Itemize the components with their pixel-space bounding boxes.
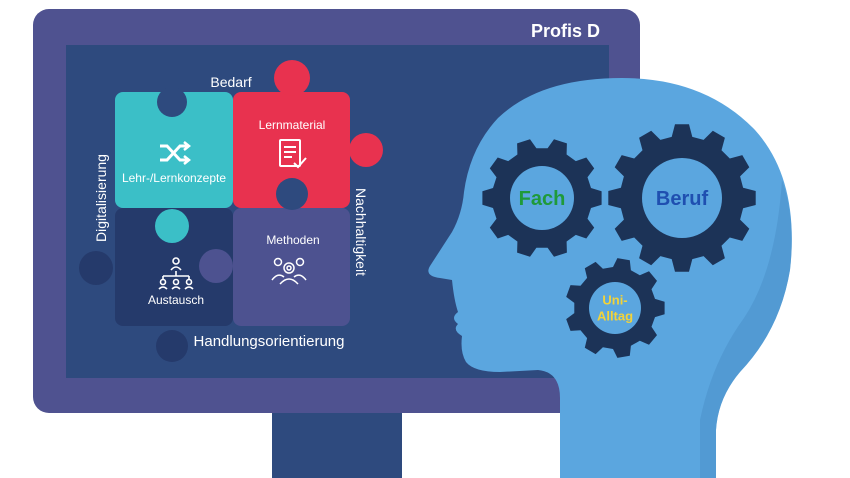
- piece-label-lehr-lernkonzepte: Lehr-/Lernkonzepte: [122, 171, 226, 185]
- label-nachhaltigkeit: Nachhaltigkeit: [353, 188, 369, 276]
- label-digitalisierung: Digitalisierung: [93, 154, 109, 242]
- gear-label: Uni-: [602, 292, 627, 307]
- piece-label-methoden: Methoden: [266, 233, 319, 247]
- label-bedarf: Bedarf: [210, 74, 251, 90]
- label-handlungsorientierung: Handlungsorientierung: [194, 333, 345, 350]
- piece-label-lernmaterial: Lernmaterial: [259, 118, 326, 132]
- monitor-title: Profis D: [531, 21, 600, 41]
- gear-label: Fach: [519, 188, 566, 210]
- gear-label: Alltag: [597, 309, 633, 324]
- gear-label: Beruf: [656, 188, 709, 210]
- puzzle: Lehr-/Lernkonzepte Lernmaterial Austausc…: [79, 60, 383, 362]
- piece-label-austausch: Austausch: [148, 293, 204, 307]
- monitor-stand: [272, 405, 402, 478]
